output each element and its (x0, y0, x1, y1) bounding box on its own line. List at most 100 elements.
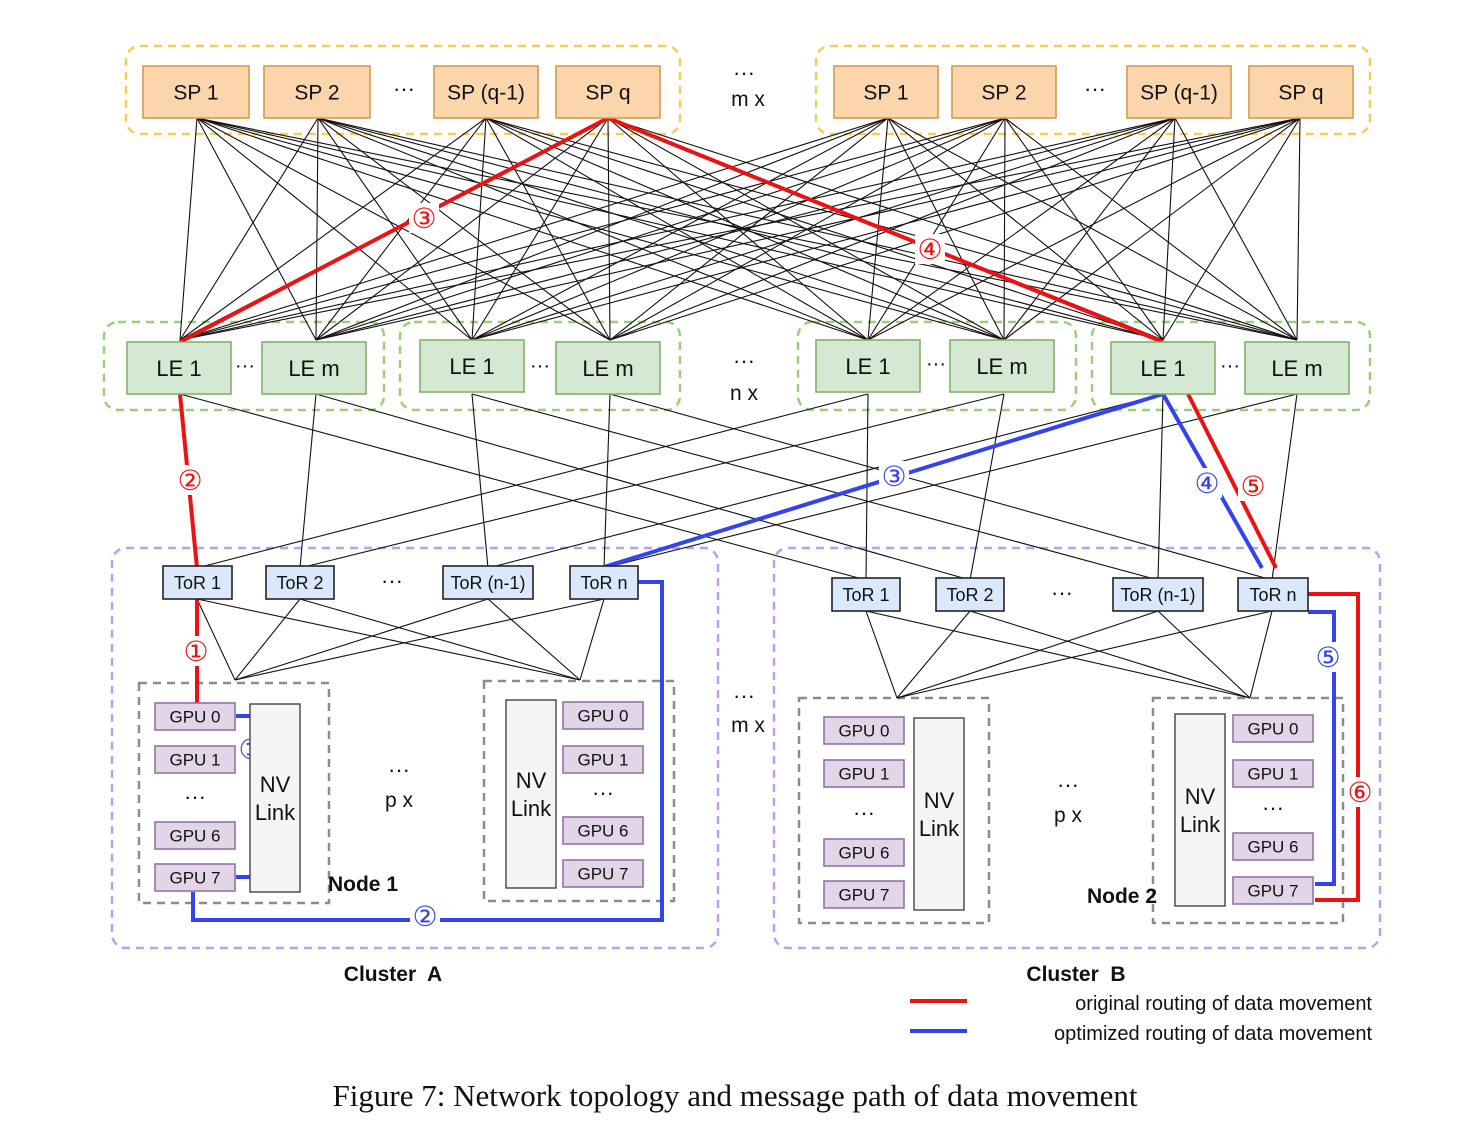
leaf-tor-link (1271, 393, 1298, 581)
cluster-b-tor-4-rect (1237, 577, 1309, 612)
spine-left-2-rect (263, 65, 371, 119)
cluster-a-node2-gpu-3-rect (562, 859, 644, 888)
leaf-3-first-rect (815, 339, 921, 393)
cluster-b-node2-gpu-0-label: GPU 0 (1247, 720, 1298, 739)
spine-leaf-link (887, 117, 1298, 341)
cluster-a-node1-gpu-2-rect (154, 821, 236, 850)
spine-leaf-link (1174, 117, 1298, 341)
cluster-b-node1-gpu-1-label: GPU 1 (838, 765, 889, 784)
spine-leaf-link (179, 117, 889, 341)
cluster-b-tor-2: ToR 2 (935, 577, 1005, 612)
red-step-6-marker: ⑥ (1345, 776, 1375, 809)
red-route-step4 (607, 116, 1164, 344)
cluster-a-node2-gpu-3: GPU 7 (562, 859, 644, 888)
red-step-1-marker-bg (181, 636, 211, 666)
leaf-group-1 (102, 320, 386, 412)
spine-leaf-link (867, 117, 1006, 341)
cluster-b-tor-3-rect (1112, 577, 1204, 612)
cluster-a-node2-gpu-3-label: GPU 7 (577, 865, 628, 884)
spine-right-2: SP 2 (951, 65, 1057, 119)
spine-multiplier: m x (731, 88, 765, 111)
spine-right-3: SP (q-1) (1126, 65, 1232, 119)
leaf-2-first-rect (419, 339, 525, 393)
spine-left-4: SP q (555, 65, 661, 119)
cluster-a-node2-gpu-2-rect (562, 816, 644, 845)
cluster-b-node2-gpu-2-rect (1232, 832, 1314, 861)
leaf-4-last: LE m (1244, 341, 1350, 395)
cluster-a-node1-gpu-2: GPU 6 (154, 821, 236, 850)
blue-step-3-marker-bg (879, 461, 909, 491)
legend-original-label: original routing of data movement (1075, 993, 1372, 1015)
cluster-b-tor-3-label: ToR (n-1) (1120, 585, 1195, 605)
spine-right-4: SP q (1248, 65, 1354, 119)
cluster-a-group (110, 546, 720, 950)
spine-leaf-link (609, 117, 889, 341)
spine-left-1-rect (142, 65, 250, 119)
cluster-b-tor-4-label: ToR n (1249, 585, 1296, 605)
red-step-2-marker: ② (175, 464, 205, 497)
leaf-tor-link (487, 393, 1164, 569)
cluster-b-tor-1-label: ToR 1 (842, 585, 889, 605)
cluster-a-node2-gpu-0: GPU 0 (562, 701, 644, 730)
tor-node-link (1249, 610, 1273, 699)
tor-node-link (969, 610, 1251, 699)
cluster-b-node2-gpu-1: GPU 1 (1232, 759, 1314, 788)
leaf-group-4 (1090, 320, 1372, 412)
red-step-3-marker: ③ (409, 202, 439, 235)
cluster-b-tor-2-label: ToR 2 (946, 585, 993, 605)
leaf-tor-link (1157, 393, 1164, 581)
leaf-tor-link (196, 393, 869, 569)
spine-left-1-label: SP 1 (173, 82, 218, 105)
cluster-b-tor-4: ToR n (1237, 577, 1309, 612)
leaf-1-last: LE m (261, 341, 367, 395)
cluster-b-node1-gpu-3-label: GPU 7 (838, 886, 889, 905)
figure-caption: Figure 7: Network topology and message p… (333, 1078, 1138, 1113)
leaf-4-last-rect (1244, 341, 1350, 395)
spine-leaf-link (471, 117, 1176, 341)
cluster-b-node1-gpu-1-rect (823, 759, 905, 788)
leaf-4-last-label: LE m (1271, 356, 1322, 381)
leaf-ellipsis-3: ··· (926, 353, 946, 375)
blue-step-5-marker-bg (1313, 642, 1343, 672)
tor-node-link (234, 598, 489, 681)
cluster-a-tor-1-rect (162, 565, 233, 600)
cluster-a-label: Cluster A (344, 963, 442, 986)
leaf-1-first-rect (126, 341, 232, 395)
red-route-step5 (1186, 393, 1278, 569)
cluster-a-node1-gpu-3: GPU 7 (154, 863, 236, 892)
legend: original routing of data movement optimi… (910, 993, 1372, 1045)
leaf-tor-link (603, 393, 611, 569)
cluster-b-node2-gpu-0: GPU 0 (1232, 714, 1314, 743)
leaf-tor-link (299, 393, 1005, 569)
cluster-a-tor-3-label: ToR (n-1) (450, 573, 525, 593)
leaf-tor-link (609, 393, 1273, 581)
cluster-b-node2-gpu-2: GPU 6 (1232, 832, 1314, 861)
cluster-b-node1-nvlink-rect (913, 717, 965, 911)
cluster-a-tor-2-rect (265, 565, 335, 600)
cluster-a-node2-gpu-0-label: GPU 0 (577, 707, 628, 726)
node-b2-group (1151, 696, 1345, 925)
blue-route-step5 (1308, 610, 1336, 886)
spine-left-4-rect (555, 65, 661, 119)
spine-leaf-link (1162, 117, 1176, 341)
spine-leaf-link (315, 117, 1006, 341)
red-step-4-marker-label: ④ (917, 233, 942, 266)
cluster-b-node1-gpu-2-rect (823, 838, 905, 867)
tor-node-link (196, 598, 581, 681)
spine-right-4-rect (1248, 65, 1354, 119)
red-step-4-marker-bg (915, 234, 945, 264)
cluster-b-node1-nvlink-label-1: NV (924, 788, 955, 813)
spine-leaf-link (179, 117, 198, 341)
tor-ellipsis-a: ··· (381, 568, 403, 593)
cluster-a-node2-nvlink-label-2: Link (511, 796, 552, 821)
tor-ellipsis-b: ··· (1051, 580, 1073, 605)
spine-leaf-link (196, 117, 473, 341)
leaf-3-last-rect (949, 339, 1055, 393)
cluster-b-node2-gpu-3: GPU 7 (1232, 876, 1314, 905)
legend-optimized-label: optimized routing of data movement (1054, 1023, 1372, 1045)
tor-node-link (896, 610, 1273, 699)
spine-left-1: SP 1 (142, 65, 250, 119)
cluster-b-node1-gpu-3: GPU 7 (823, 880, 905, 909)
tor-node-link (865, 610, 898, 699)
spine-left-2-label: SP 2 (294, 82, 339, 105)
